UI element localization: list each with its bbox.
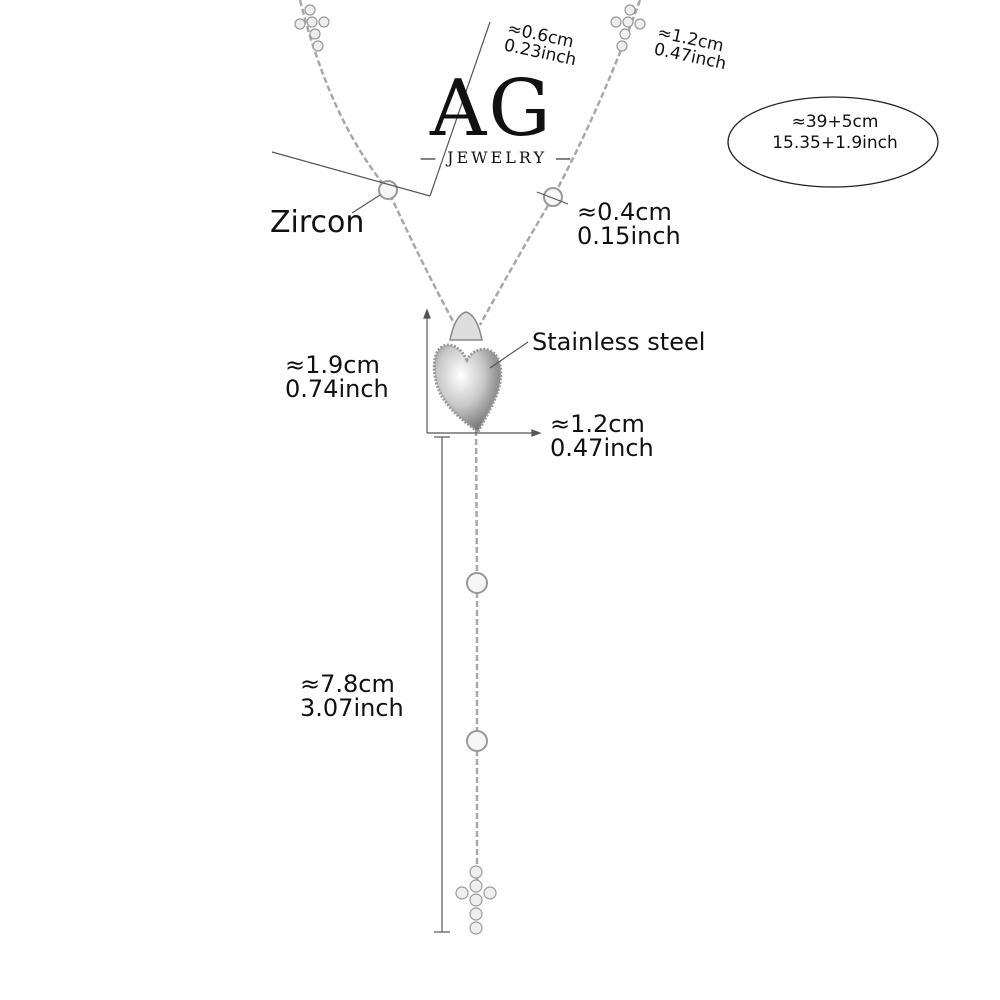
cross-charm-right xyxy=(610,4,646,52)
heart-width-cm: ≈1.2cm xyxy=(550,410,645,438)
zircon-label: Zircon xyxy=(270,205,365,240)
length-inch: 15.35+1.9inch xyxy=(772,133,898,153)
dimension-lines xyxy=(271,21,569,933)
zircon-beads xyxy=(378,180,563,752)
heart-pendant xyxy=(432,311,503,435)
material-label: Stainless steel xyxy=(532,328,706,356)
cross-charm-pendant xyxy=(455,865,497,935)
length-cm: ≈39+5cm xyxy=(791,112,879,132)
bead-size-inch: 0.15inch xyxy=(577,222,681,250)
bead-size-cm: ≈0.4cm xyxy=(577,198,672,226)
drop-length-inch: 3.07inch xyxy=(300,694,404,722)
cross-charm-left xyxy=(294,4,330,52)
heart-height-cm: ≈1.9cm xyxy=(285,351,380,379)
drop-length-cm: ≈7.8cm xyxy=(300,670,395,698)
heart-width-inch: 0.47inch xyxy=(550,434,654,462)
brand-subtitle: — JEWELRY — xyxy=(420,148,575,167)
brand-logo: AG xyxy=(430,64,553,154)
heart-height-inch: 0.74inch xyxy=(285,375,389,403)
length-ellipse xyxy=(727,96,939,188)
